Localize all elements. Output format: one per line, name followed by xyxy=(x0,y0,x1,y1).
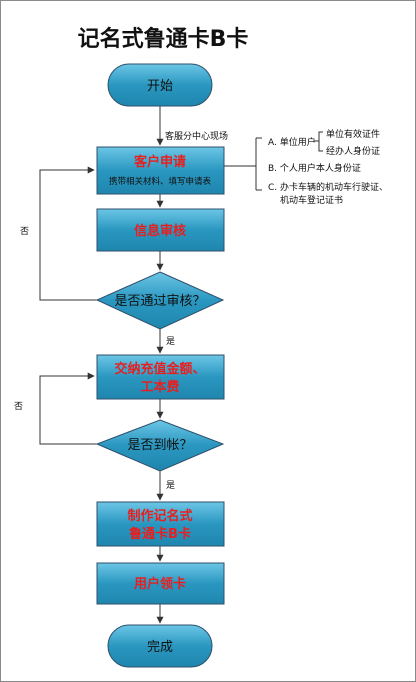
pay-label-line2: 工本费 xyxy=(140,379,179,395)
start-node xyxy=(107,63,213,107)
apply-sublabel: 携带相关材料、填写申请表 xyxy=(109,176,212,187)
pay-node xyxy=(96,354,225,400)
make-card-label-line2: 鲁通卡B卡 xyxy=(129,526,191,542)
location-label: 客服分中心现场 xyxy=(165,130,228,142)
decision2-no-label: 否 xyxy=(14,401,23,412)
decision2-yes-label: 是 xyxy=(166,480,175,491)
requirement-b: B. 个人用户本人身份证 xyxy=(268,162,361,174)
make-card-node xyxy=(96,501,225,547)
requirement-c-line2: 机动车登记证书 xyxy=(280,194,343,206)
decision2-label: 是否到帐？ xyxy=(127,438,192,453)
decision1-yes-label: 是 xyxy=(166,336,175,347)
apply-node xyxy=(96,146,225,195)
review-label: 信息审核 xyxy=(134,223,186,239)
requirement-a-label: A. 单位用户 xyxy=(268,136,316,148)
make-card-label-line1: 制作记名式 xyxy=(127,508,192,524)
end-label: 完成 xyxy=(147,640,173,655)
requirement-c-line1: C. 办卡车辆的机动车行驶证、 xyxy=(268,181,388,193)
requirements-bracket xyxy=(224,137,262,191)
pay-label-line1: 交纳充值金额、 xyxy=(114,361,205,377)
arrow-decision2-no xyxy=(39,372,97,445)
receive-label: 用户领卡 xyxy=(133,576,186,592)
apply-label: 客户申请 xyxy=(134,154,186,170)
decision1-label: 是否通过审核？ xyxy=(114,294,205,309)
receive-node xyxy=(96,562,225,605)
decision1-node xyxy=(95,271,225,330)
start-label: 开始 xyxy=(147,79,173,94)
requirement-a-item-2: 经办人身份证 xyxy=(326,145,380,157)
review-node xyxy=(96,208,225,252)
end-node xyxy=(107,624,213,668)
requirement-a-item-1: 单位有效证件 xyxy=(326,128,380,140)
decision2-node xyxy=(95,419,225,472)
arrow-decision1-no xyxy=(39,166,97,301)
decision1-no-label: 否 xyxy=(20,226,29,237)
diagram-title: 记名式鲁通卡B卡 xyxy=(78,26,249,52)
connectors xyxy=(39,106,323,624)
requirements-sub-bracket xyxy=(314,131,323,152)
